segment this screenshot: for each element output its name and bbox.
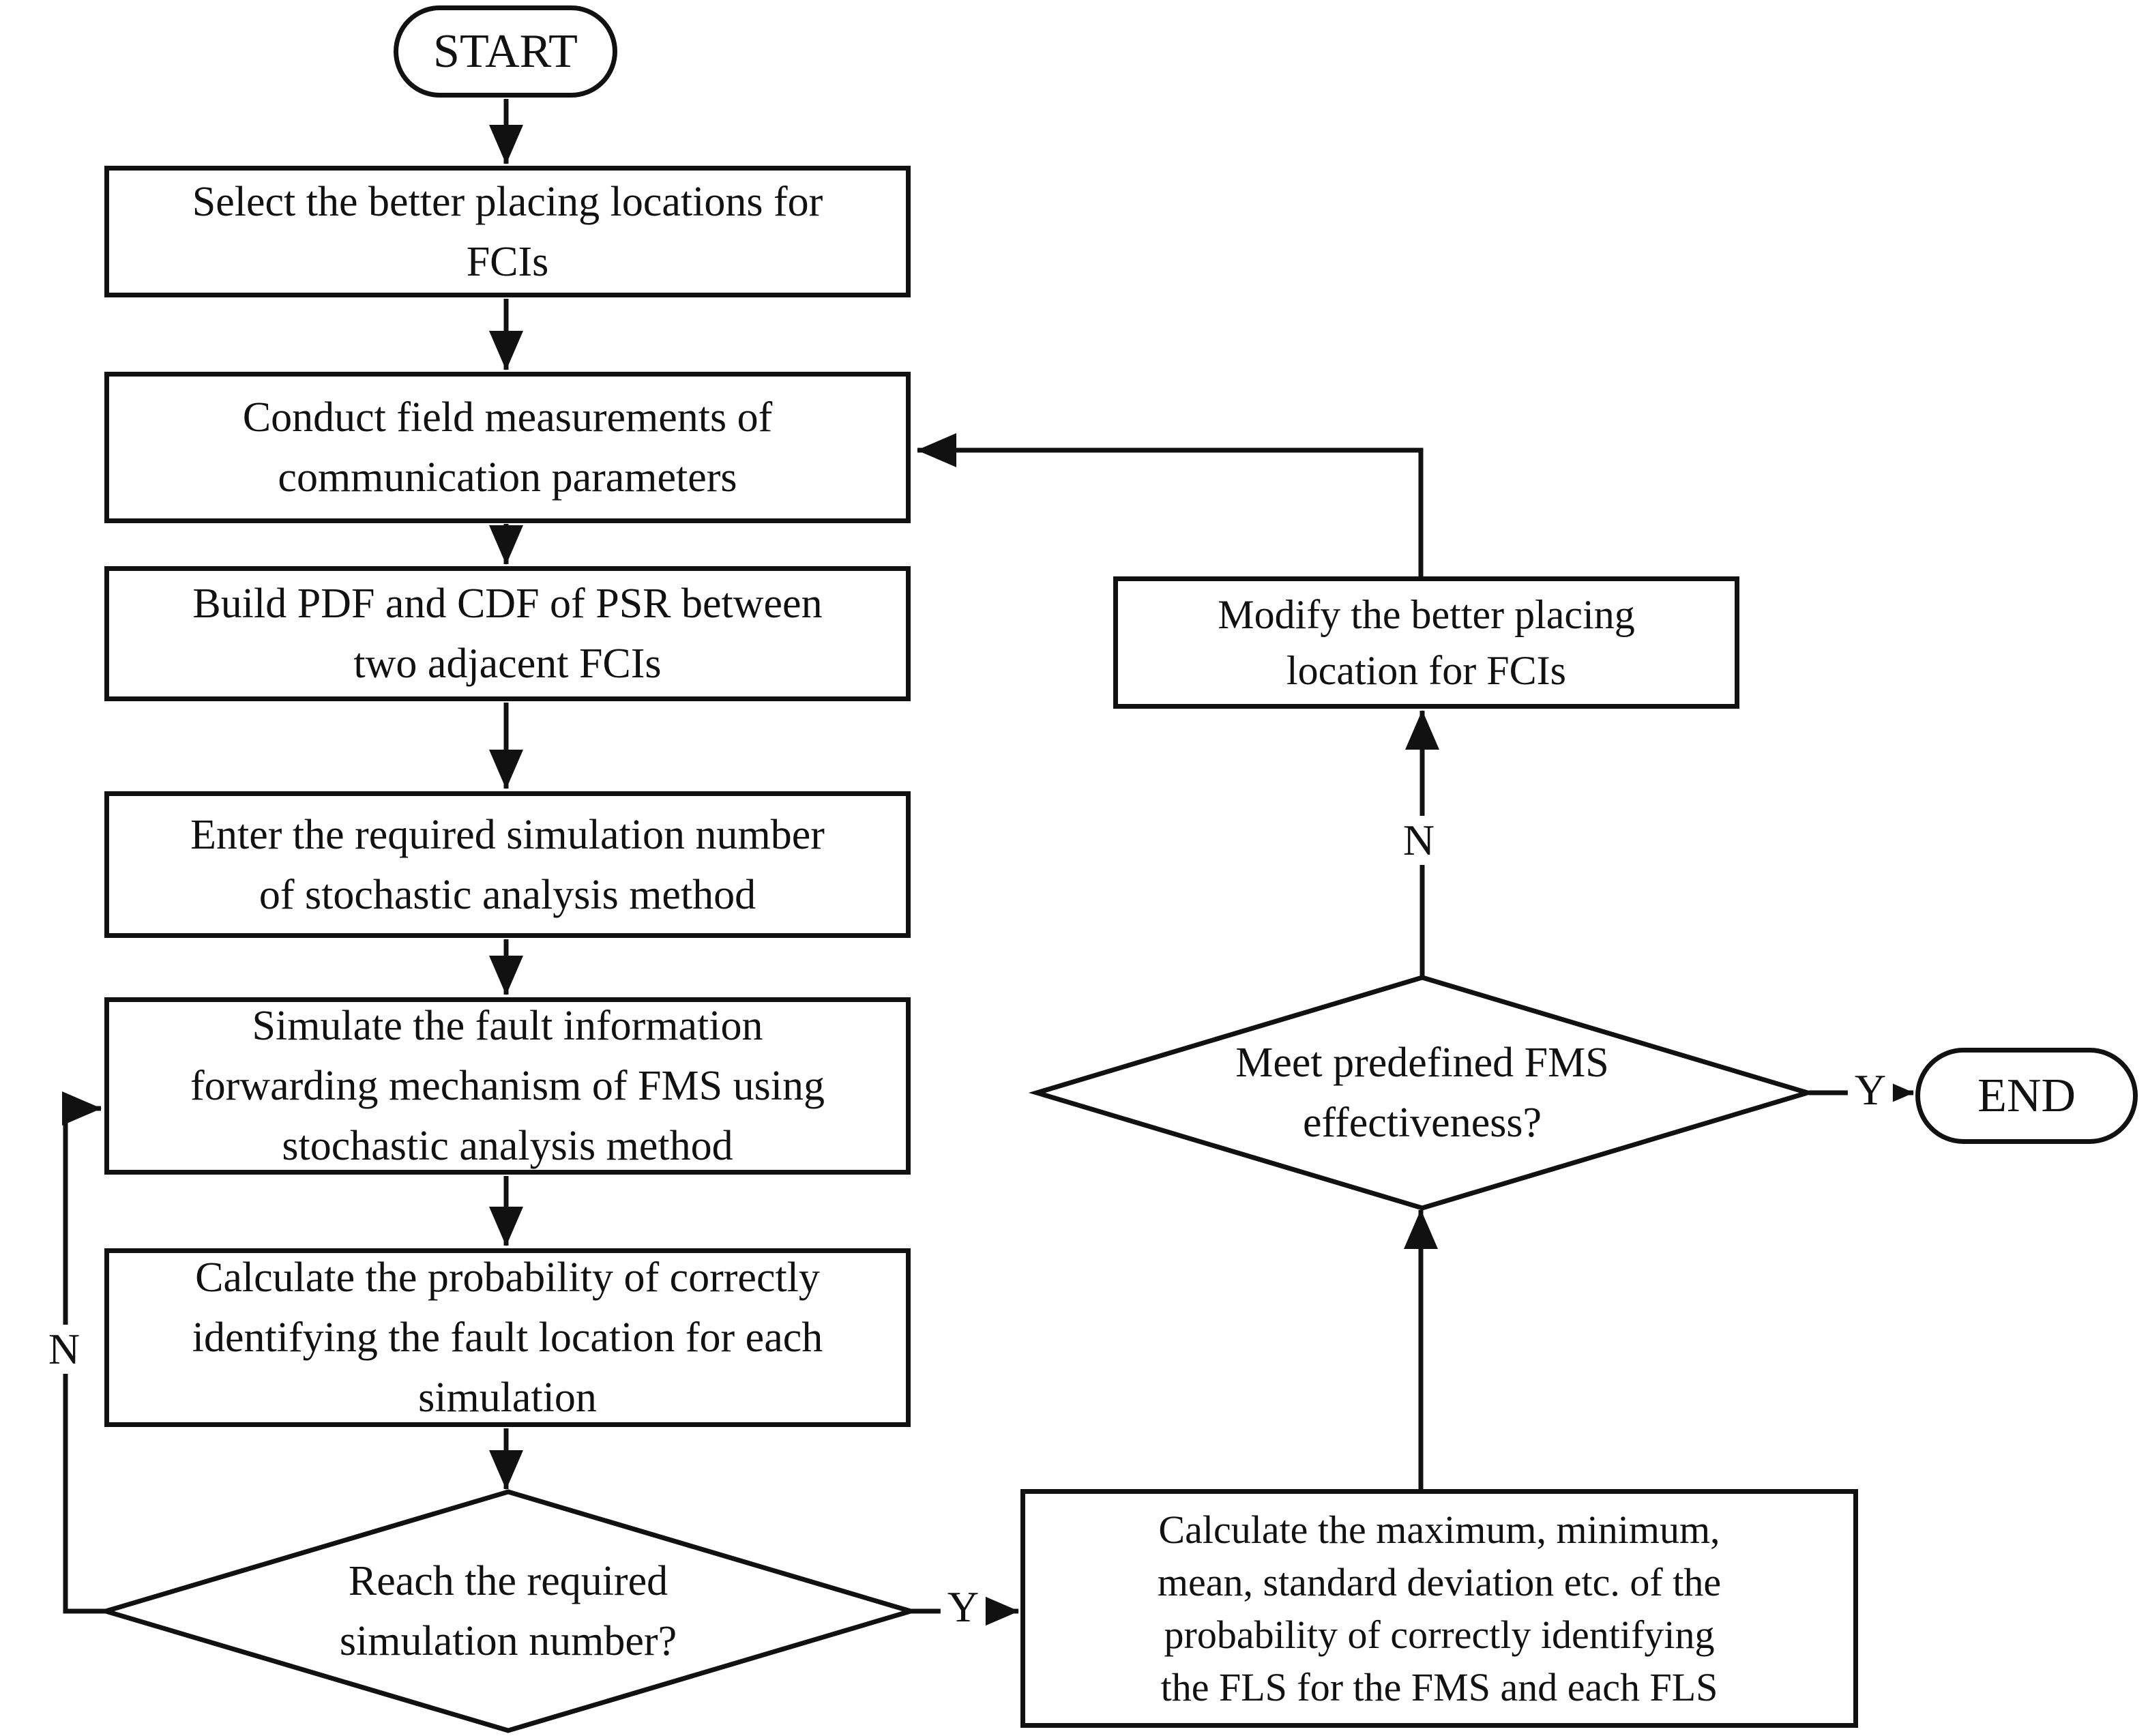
node-calc-statistics: Calculate the maximum, minimum, mean, st… <box>1020 1489 1858 1728</box>
node-end-terminator: END <box>1915 1048 2138 1144</box>
node-enter-sim-number: Enter the required simulation number of … <box>104 791 911 938</box>
node-calc-statistics-line: Calculate the maximum, minimum, <box>1158 1507 1720 1552</box>
node-select-locations-line: FCIs <box>466 238 549 285</box>
edge-label-meet-yes: Y <box>1847 1065 1894 1115</box>
node-simulate-fms-line: Simulate the fault information <box>252 1003 763 1049</box>
node-meet-effectiveness-line: effectiveness? <box>1303 1100 1542 1146</box>
node-build-pdf-cdf-line: Build PDF and CDF of PSR between <box>192 580 823 627</box>
node-simulate-fms-line: forwarding mechanism of FMS using <box>190 1063 825 1109</box>
edge-label-reach-no: N <box>41 1325 87 1374</box>
node-build-pdf-cdf: Build PDF and CDF of PSR between two adj… <box>104 566 911 701</box>
node-build-pdf-cdf-line: two adjacent FCIs <box>353 641 662 687</box>
node-meet-effectiveness-line: Meet predefined FMS <box>1235 1040 1609 1086</box>
node-calc-probability-line: Calculate the probability of correctly <box>195 1254 820 1301</box>
edge-label-reach-yes: Y <box>940 1583 986 1632</box>
node-select-locations-line: Select the better placing locations for <box>192 178 823 225</box>
node-end-label: END <box>1977 1070 2076 1122</box>
node-modify-location-line: Modify the better placing <box>1218 592 1635 637</box>
decision-diamond-meet-effectiveness <box>1028 975 1816 1211</box>
node-calc-probability-line: simulation <box>418 1374 597 1421</box>
node-reach-sim-number-line: simulation number? <box>339 1618 677 1664</box>
edge-modify-to-measure <box>917 433 1424 578</box>
node-reach-sim-number-text: Reach the required simulation number? <box>201 1536 815 1686</box>
node-simulate-fms-line: stochastic analysis method <box>282 1123 733 1169</box>
decision-diamond-reach-sim-number <box>97 1489 919 1733</box>
node-start-terminator: START <box>394 5 617 98</box>
node-reach-sim-number-line: Reach the required <box>348 1558 668 1604</box>
node-modify-location: Modify the better placing location for F… <box>1113 576 1739 709</box>
node-calc-statistics-line: the FLS for the FMS and each FLS <box>1160 1665 1718 1709</box>
node-select-locations: Select the better placing locations for … <box>104 166 911 297</box>
node-calc-probability-line: identifying the fault location for each <box>192 1314 823 1361</box>
node-calc-statistics-line: probability of correctly identifying <box>1164 1613 1715 1657</box>
node-enter-sim-number-line: Enter the required simulation number <box>190 811 825 858</box>
node-enter-sim-number-line: of stochastic analysis method <box>259 871 756 918</box>
node-modify-location-line: location for FCIs <box>1286 648 1566 693</box>
node-field-measurements-line: communication parameters <box>278 454 737 501</box>
node-calc-probability: Calculate the probability of correctly i… <box>104 1248 911 1427</box>
edge-label-meet-no: N <box>1396 816 1442 865</box>
node-calc-statistics-line: mean, standard deviation etc. of the <box>1157 1560 1722 1604</box>
node-simulate-fms: Simulate the fault information forwardin… <box>104 997 911 1175</box>
node-meet-effectiveness-text: Meet predefined FMS effectiveness? <box>1115 1018 1729 1168</box>
node-start-label: START <box>433 25 578 78</box>
node-field-measurements-line: Conduct field measurements of <box>242 394 773 441</box>
node-field-measurements: Conduct field measurements of communicat… <box>104 372 911 523</box>
